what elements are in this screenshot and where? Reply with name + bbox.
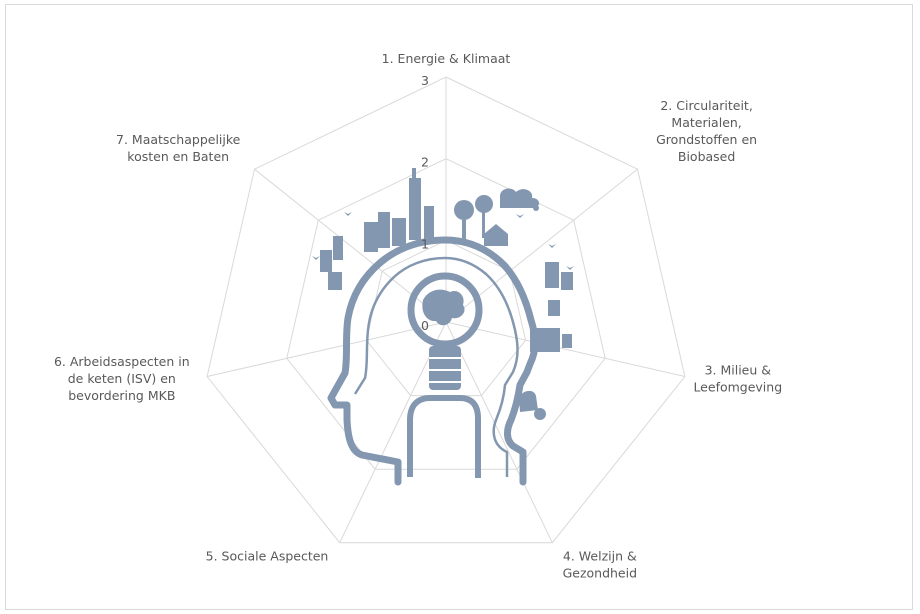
- tick-label-2: 2: [421, 155, 429, 170]
- tick-label-1: 1: [421, 236, 429, 251]
- head-lightbulb-illustration: [312, 168, 574, 486]
- grid-ring-2: [286, 158, 606, 470]
- spoke-3: [445, 321, 686, 377]
- lightbulb-base: [429, 346, 461, 390]
- category-label-2: 2. Circulariteit,Materialen,Grondstoffen…: [656, 98, 757, 164]
- category-label-5: 5. Sociale Aspecten: [206, 549, 329, 564]
- category-label-1: 1. Energie & Klimaat: [382, 51, 511, 66]
- lightbulb-world-map: [422, 289, 465, 326]
- small-birds: [312, 205, 574, 270]
- category-label-4: 4. Welzijn &Gezondheid: [563, 549, 637, 581]
- head-inner-outline: [353, 256, 519, 477]
- spoke-4: [445, 321, 553, 543]
- spoke-6: [206, 321, 447, 377]
- spoke-5: [339, 321, 447, 543]
- grid-ring-3: [206, 76, 686, 544]
- category-labels: 1. Energie & Klimaat 2. Circulariteit,Mat…: [54, 51, 782, 581]
- tick-label-0: 0: [421, 318, 429, 333]
- tick-labels: 0 1 2 3: [421, 73, 429, 333]
- neck-outline: [407, 395, 481, 478]
- city-skyline: [320, 168, 573, 420]
- lightbulb-globe: [407, 272, 483, 348]
- category-label-3: 3. Milieu &Leefomgeving: [693, 363, 782, 395]
- tick-label-3: 3: [421, 73, 429, 88]
